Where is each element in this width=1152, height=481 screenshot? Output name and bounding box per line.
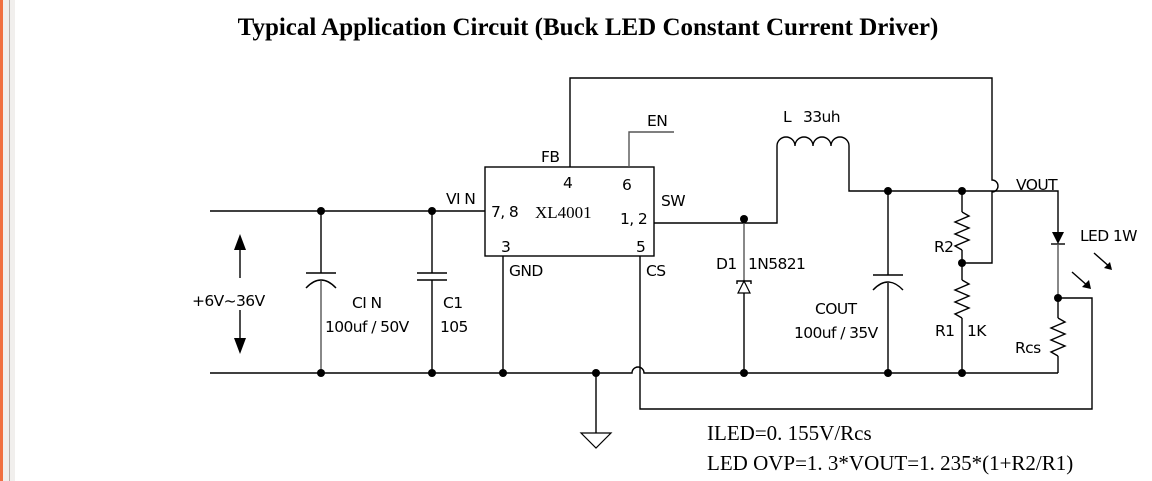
inductor-value: 33uh: [803, 108, 840, 126]
rcs-name: Rcs: [1015, 339, 1041, 357]
led-label: LED 1W: [1080, 227, 1137, 245]
en-pin-label: EN: [647, 112, 667, 130]
ic-part-label: XL4001: [535, 203, 592, 222]
window-edge-line: [9, 0, 10, 481]
cin-capacitor: [305, 211, 337, 373]
fb-feedback-wire: [569, 77, 999, 264]
c1-value: 105: [440, 318, 468, 336]
fb-pin-number: 4: [563, 174, 572, 192]
cout-name: COUT: [815, 300, 858, 318]
vin-pin-label: VI N: [446, 190, 475, 208]
cs-sense-wire: [639, 256, 1093, 410]
cout-value: 100uf / 35V: [794, 324, 879, 342]
ground-icon: [579, 373, 613, 449]
input-voltage-label: +6V~36V: [192, 292, 266, 310]
cout-capacitor: [872, 191, 904, 373]
c1-capacitor: [417, 211, 447, 373]
formula-ovp: LED OVP=1. 3*VOUT=1. 235*(1+R2/R1): [707, 451, 1073, 475]
sw-pin-number: 1, 2: [620, 210, 647, 228]
en-wire: [628, 131, 674, 167]
r1-name: R1: [935, 322, 954, 340]
resistor-rcs: [1049, 298, 1067, 373]
vin-pin-number: 7, 8: [491, 203, 518, 221]
cs-pin-number: 5: [636, 238, 645, 256]
window-edge-inner: [10, 0, 15, 481]
r2-name: R2: [934, 238, 953, 256]
sw-wire: [654, 146, 778, 224]
inductor-l: [776, 136, 1059, 232]
diode-name: D1: [716, 255, 737, 273]
junction-dots: [317, 187, 1062, 377]
sw-pin-label: SW: [661, 192, 685, 210]
cs-pin-label: CS: [646, 262, 665, 280]
diode-value: 1N5821: [748, 255, 805, 273]
led-icon: [1051, 232, 1112, 298]
window-edge: [3, 0, 9, 481]
gnd-pin-label: GND: [509, 262, 543, 280]
en-pin-number: 6: [622, 176, 631, 194]
c1-name: C1: [443, 294, 462, 312]
cin-value: 100uf / 50V: [325, 318, 410, 336]
fb-pin-label: FB: [541, 148, 559, 166]
diode-d1: [736, 223, 752, 373]
ground-rail: [210, 366, 1058, 374]
resistor-r1: [953, 279, 971, 373]
r1-value: 1K: [967, 322, 987, 340]
input-voltage-arrow: [234, 234, 246, 354]
vout-label: VOUT: [1016, 176, 1058, 194]
diagram-title: Typical Application Circuit (Buck LED Co…: [237, 14, 939, 41]
cin-name: CI N: [352, 294, 382, 312]
gnd-pin-number: 3: [501, 238, 510, 256]
formula-iled: ILED=0. 155V/Rcs: [707, 421, 872, 445]
window-edge-accent: [0, 0, 3, 481]
inductor-name: L: [783, 108, 792, 126]
